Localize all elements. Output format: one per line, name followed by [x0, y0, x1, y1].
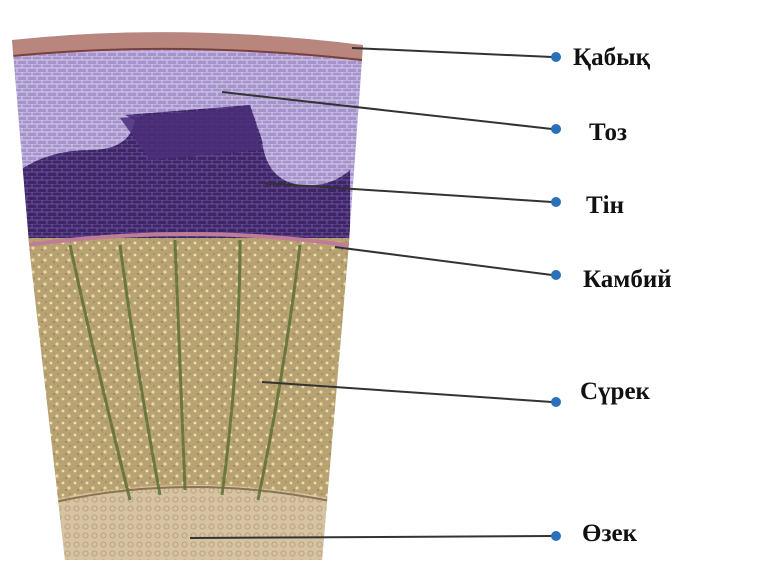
dot-cambium	[551, 270, 561, 280]
label-bast: Тоз	[589, 120, 627, 145]
dot-wood	[551, 397, 561, 407]
label-cambium: Камбий	[583, 267, 672, 292]
dot-bast	[551, 124, 561, 134]
leader-line-cambium	[335, 247, 552, 275]
label-dots	[551, 52, 561, 541]
dot-pith	[551, 531, 561, 541]
label-bark: Қабық	[573, 45, 650, 70]
leader-line-bark	[352, 48, 552, 57]
dot-tissue	[551, 197, 561, 207]
label-tissue: Тін	[586, 193, 624, 218]
label-pith: Өзек	[582, 521, 637, 546]
dot-bark	[551, 52, 561, 62]
pith-region	[50, 485, 340, 570]
label-wood: Сүрек	[580, 379, 650, 404]
stem-section	[0, 30, 380, 570]
